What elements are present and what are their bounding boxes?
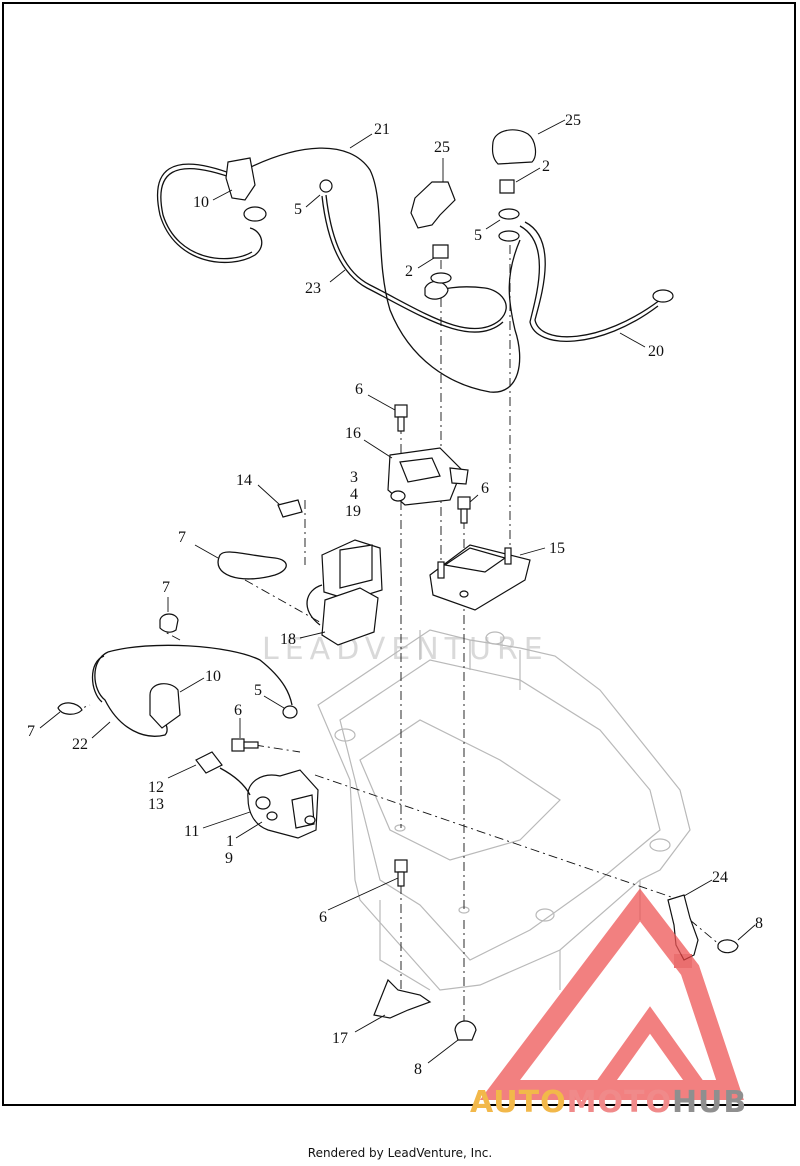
screw-6-mid (457, 496, 471, 524)
connector-12 (195, 751, 251, 796)
cable-20 (498, 208, 674, 342)
battery-tray (317, 629, 691, 991)
strap-7-top (217, 551, 287, 580)
callout-7: 7 (162, 579, 170, 596)
leader-lines (39, 119, 756, 1064)
callout-13: 13 (148, 796, 164, 813)
callout-25: 25 (565, 112, 581, 129)
callout-2: 2 (542, 158, 550, 175)
cable-23 (319, 179, 507, 333)
screw-6-bottom (394, 859, 408, 887)
terminal-cover-25-left (410, 181, 456, 229)
callout-6: 6 (481, 480, 489, 497)
connector-19 (321, 539, 383, 601)
automotohub-wordmark: AUTOMOTOHUB (470, 1085, 747, 1120)
relay-18 (306, 584, 379, 646)
callout-18: 18 (280, 631, 296, 648)
callout-8: 8 (414, 1061, 422, 1078)
callout-8: 8 (755, 915, 763, 932)
brand-moto: MOTO (566, 1085, 672, 1120)
module-16 (387, 447, 469, 506)
callout-10: 10 (193, 194, 209, 211)
screw-6-left (231, 738, 259, 752)
screw-6-top (394, 404, 408, 432)
clip-14 (277, 499, 303, 518)
callout-6: 6 (319, 909, 327, 926)
callout-5: 5 (474, 227, 482, 244)
callout-20: 20 (648, 343, 664, 360)
clip-7-left (57, 702, 83, 715)
callout-5: 5 (294, 201, 302, 218)
callout-2: 2 (405, 263, 413, 280)
callout-19: 19 (345, 503, 361, 520)
callout-7: 7 (178, 529, 186, 546)
brand-auto: AUTO (470, 1085, 567, 1120)
cable-21 (156, 147, 521, 393)
callout-24: 24 (712, 869, 728, 886)
callout-25: 25 (434, 139, 450, 156)
callout-1: 1 (226, 833, 234, 850)
callout-7: 7 (27, 723, 35, 740)
bracket-24 (667, 894, 699, 961)
callout-6: 6 (234, 702, 242, 719)
cable-22 (91, 644, 298, 737)
assembly-lines (71, 245, 721, 1025)
terminal-cover-25-right (491, 129, 537, 165)
clamp-8-bottom (454, 1020, 477, 1041)
callout-16: 16 (345, 425, 361, 442)
callout-4: 4 (350, 486, 358, 503)
leadventure-watermark: LEADVENTURE (262, 632, 549, 667)
brand-hub: HUB (671, 1085, 748, 1120)
fuse-block-15 (429, 544, 531, 611)
solenoid-11 (247, 769, 319, 839)
callout-6: 6 (355, 381, 363, 398)
callout-3: 3 (350, 469, 358, 486)
terminal-cover-10-top (225, 157, 256, 201)
callout-11: 11 (184, 823, 199, 840)
callout-9: 9 (225, 850, 233, 867)
callout-5: 5 (254, 682, 262, 699)
callout-23: 23 (305, 280, 321, 297)
automotohub-logo (479, 888, 744, 1100)
callout-17: 17 (332, 1030, 348, 1047)
callout-12: 12 (148, 779, 164, 796)
callout-15: 15 (549, 540, 565, 557)
nut-2-left (432, 244, 449, 259)
callout-10: 10 (205, 668, 221, 685)
clip-7-mid (159, 613, 179, 633)
callout-14: 14 (236, 472, 252, 489)
callout-21: 21 (374, 121, 390, 138)
nut-2-right (499, 179, 515, 194)
callout-22: 22 (72, 736, 88, 753)
clamp-8-right (717, 939, 739, 954)
bracket-17 (373, 978, 432, 1019)
rendered-by-footer: Rendered by LeadVenture, Inc. (307, 1146, 493, 1160)
callouts: 21 25 25 2 2 10 5 5 23 20 6 16 14 3 4 19… (27, 112, 763, 1078)
